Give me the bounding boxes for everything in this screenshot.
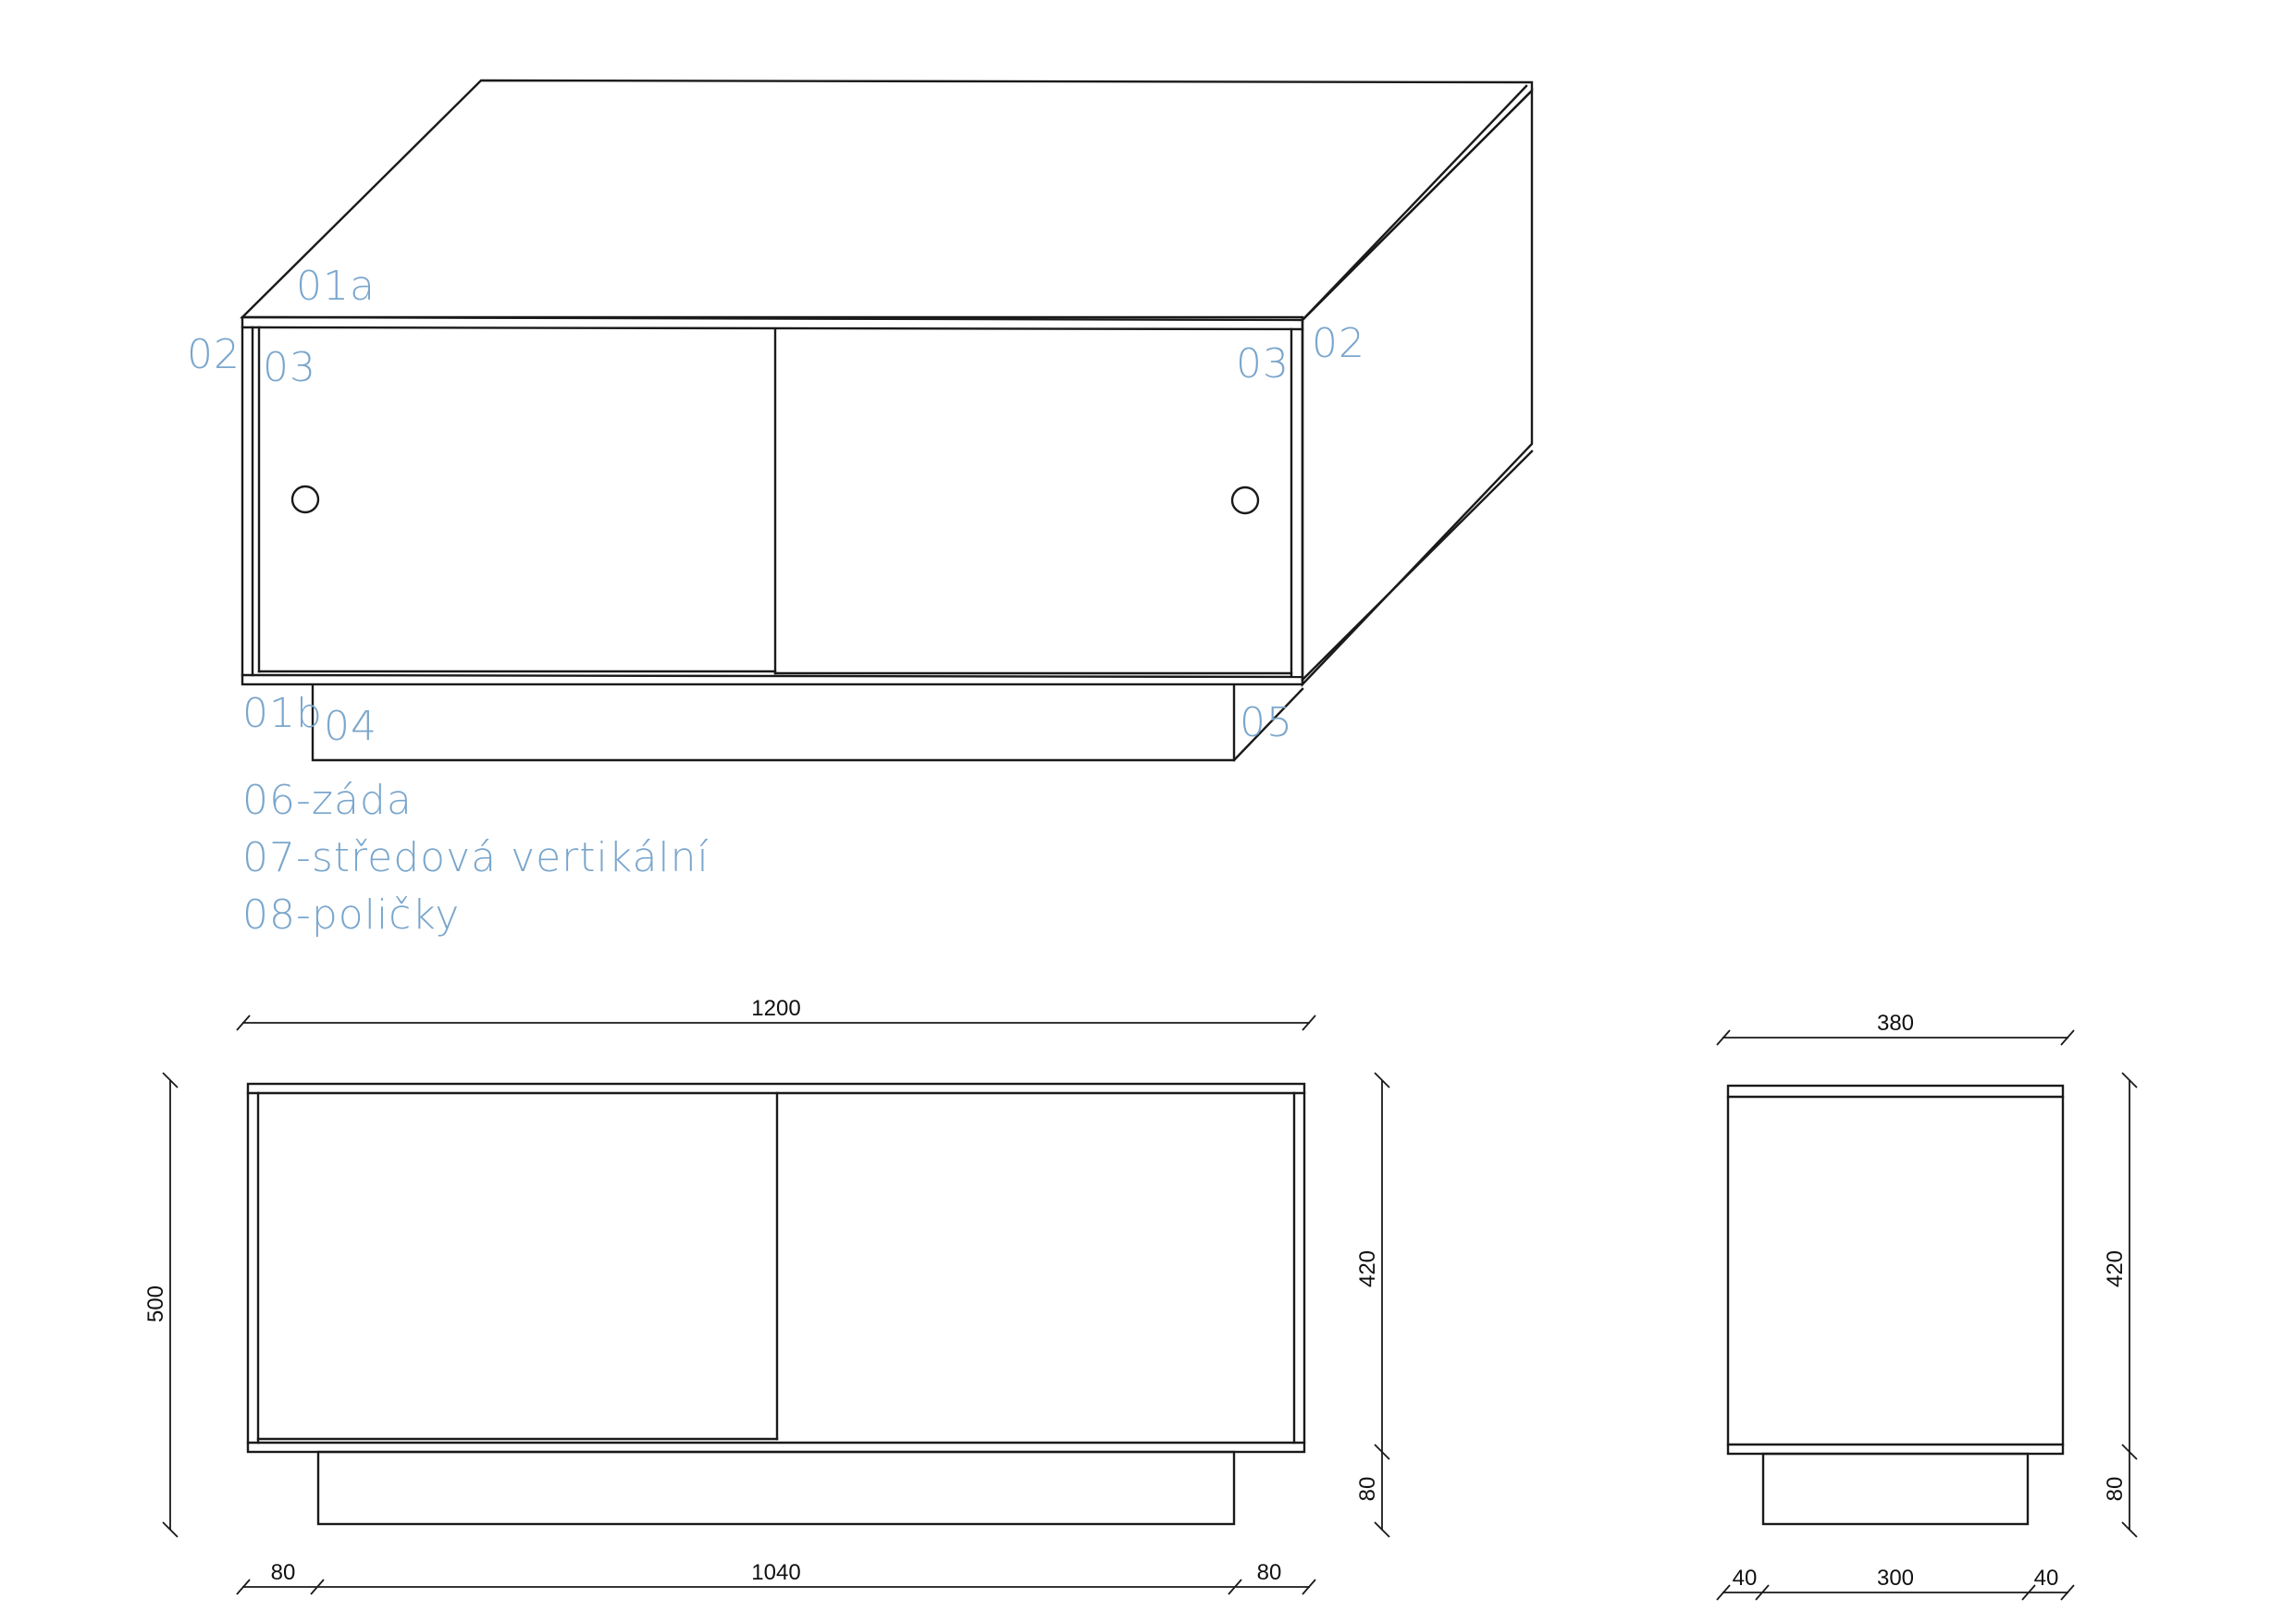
- dim-front-body-height: 420: [1355, 1250, 1380, 1287]
- label-door-right: 03: [1236, 340, 1290, 387]
- side-carcass: [1726, 1084, 2065, 1456]
- dim-side-offset-right: 40: [2034, 1566, 2059, 1591]
- side-dimensions: 380 420 80 40 300 40: [1716, 1011, 2138, 1601]
- door-handle-left: [290, 485, 320, 514]
- iso-side-face: [1301, 88, 1534, 687]
- front-dimensions: 1200 500 420 80 80 1040 80: [143, 996, 1390, 1595]
- iso-top-panel: [240, 79, 1534, 322]
- dim-front-offset-left: 80: [271, 1560, 296, 1585]
- front-plinth: [316, 1450, 1236, 1526]
- dim-side-offset-left: 40: [1733, 1566, 1758, 1591]
- side-view: [1726, 1084, 2065, 1526]
- dim-front-offset-right: 80: [1257, 1560, 1282, 1585]
- iso-front-frame: [241, 315, 1304, 686]
- dim-front-width-total: 1200: [751, 996, 800, 1021]
- label-top-panel: 01a: [296, 263, 376, 310]
- part-labels: 01a 02 03 03 02 01b 04 05: [187, 263, 1365, 750]
- dim-front-plinth-height: 80: [1355, 1477, 1380, 1502]
- front-view: [246, 1082, 1306, 1526]
- door-handle-right: [1230, 486, 1260, 515]
- dim-front-plinth-width: 1040: [751, 1560, 800, 1585]
- legend-item-back: 06-záda: [242, 777, 413, 824]
- label-door-left: 03: [263, 344, 316, 391]
- dim-front-height-total: 500: [143, 1285, 168, 1322]
- dim-side-depth-total: 380: [1877, 1011, 1914, 1036]
- legend-item-shelves: 08-poličky: [242, 891, 460, 939]
- dim-side-body-height: 420: [2103, 1250, 2128, 1287]
- dim-side-plinth-depth: 300: [1877, 1566, 1914, 1591]
- side-plinth: [1761, 1452, 2030, 1526]
- label-bottom-panel: 01b: [242, 690, 323, 737]
- iso-plinth: [311, 684, 1236, 762]
- label-side-left: 02: [187, 331, 241, 378]
- label-plinth-front: 04: [324, 703, 377, 750]
- legend-item-middle-vertical: 07-středová vertikální: [242, 834, 710, 881]
- isometric-view: [240, 79, 1534, 762]
- legend: 06-záda 07-středová vertikální 08-poličk…: [242, 777, 710, 939]
- label-plinth-side: 05: [1240, 699, 1293, 746]
- label-side-right: 02: [1312, 320, 1365, 367]
- dim-side-plinth-height: 80: [2103, 1477, 2128, 1502]
